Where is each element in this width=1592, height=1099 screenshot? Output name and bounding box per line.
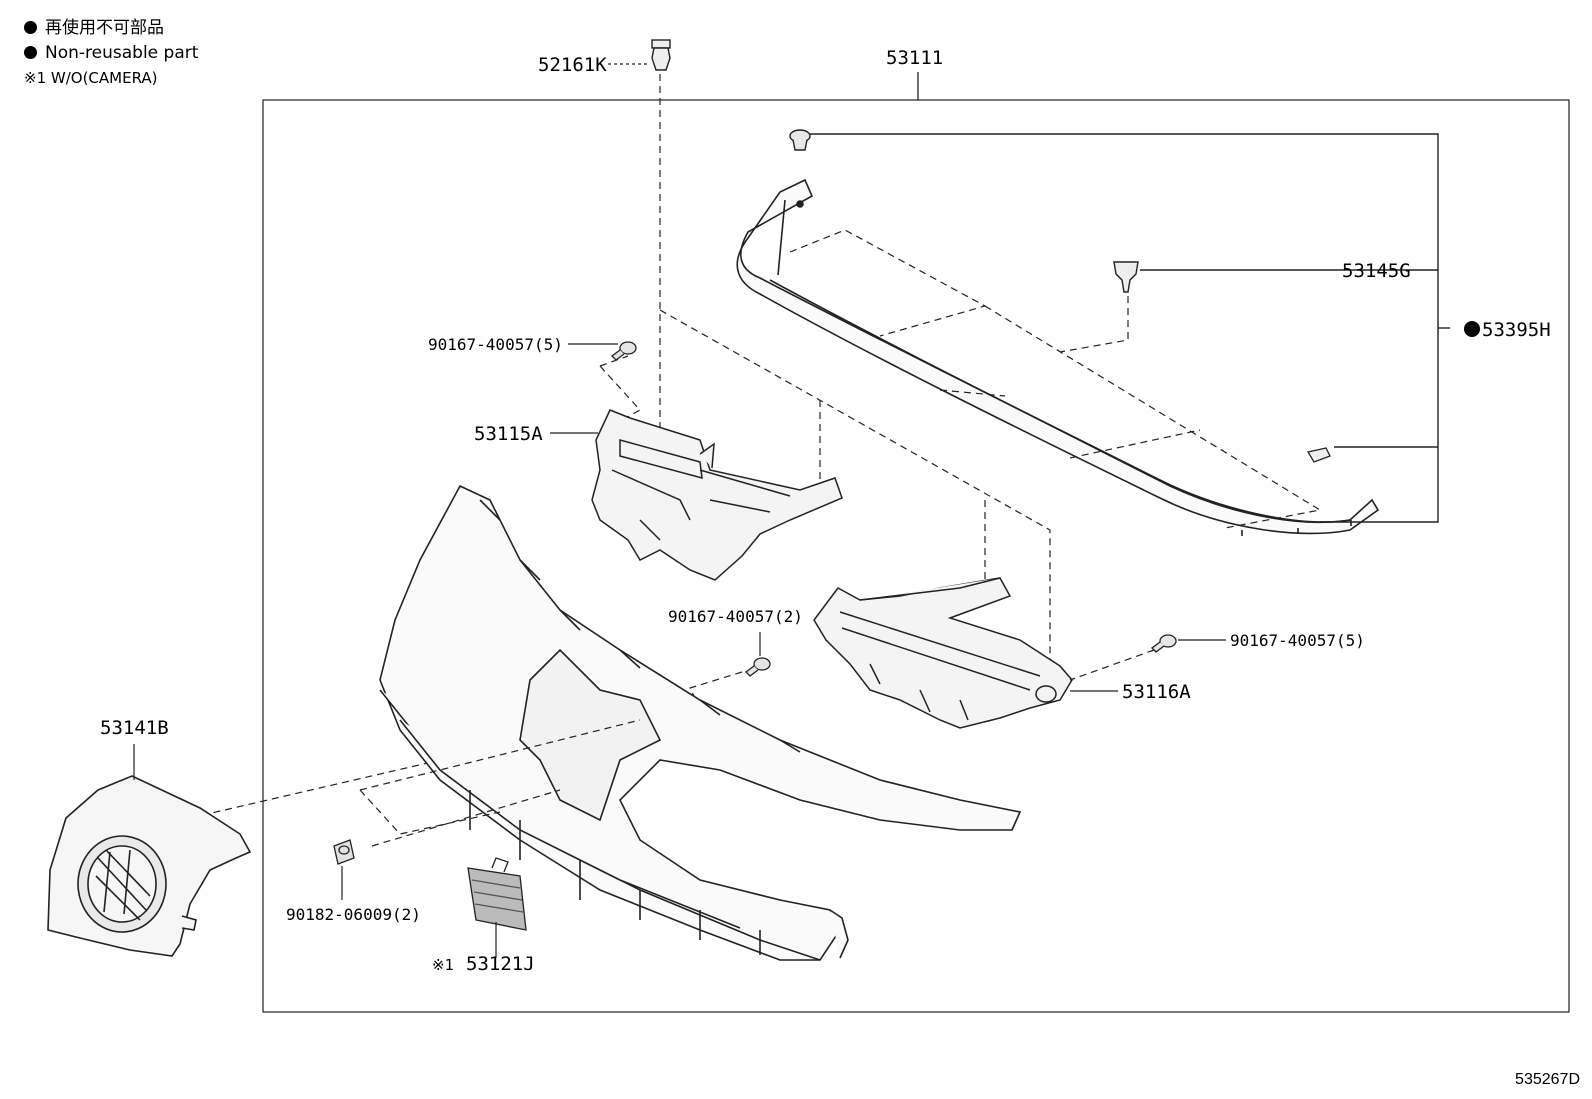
bolt-90167-top-drawing [611,341,637,361]
clip-52161K-drawing [651,39,671,71]
nut-90182-drawing [333,839,355,865]
label-53115A: 53115A [474,423,543,445]
label-52161K: 52161K [538,54,607,76]
clip-53145G-drawing [1113,261,1139,293]
dashed-guides-upper [789,229,1322,529]
legend-note: ※1 W/O(CAMERA) [24,69,158,87]
legend-jp-row: 再使用不可部品 [24,16,198,41]
non-reusable-53395H-icon [1464,321,1480,337]
non-reusable-dot-icon [24,46,37,59]
clip-small-right-drawing [1306,447,1331,463]
assembly-frame [262,99,1570,1013]
emblem-plate-drawing [47,775,252,957]
legend-jp-text: 再使用不可部品 [45,18,164,38]
label-90167-top: 90167-40057(5) [428,335,563,354]
label-53116A: 53116A [1122,681,1191,703]
label-90182: 90182-06009(2) [286,905,421,924]
label-53145G: 53145G [1342,260,1411,282]
label-90167-mid: 90167-40057(2) [668,607,803,626]
bracket-53115A-drawing [591,409,843,581]
diagram-code: 535267D [1515,1071,1580,1088]
upper-molding-drawing [736,178,1380,536]
dashed-90167-right [1069,649,1155,681]
label-53395H: 53395H [1482,319,1551,341]
bracket-53395H [810,133,1450,523]
clip-53395H-drawing [789,129,811,151]
dashed-grille-guides [359,719,641,847]
label-53141B: 53141B [100,717,169,739]
non-reusable-dot-icon [24,21,37,34]
bolt-90167-right-drawing [1151,634,1177,653]
dashed-53115A-guides [659,309,1051,660]
bracket-53116A-drawing [813,577,1073,729]
dashed-90167-top [599,355,641,421]
legend: 再使用不可部品 Non-reusable part ※1 W/O(CAMERA) [24,16,198,91]
label-53111: 53111 [886,47,943,69]
bolt-90167-mid-drawing [745,657,771,677]
camera-cover-53121J-drawing [467,857,527,931]
label-53121J-note: ※1 [432,956,454,974]
label-53121J: 53121J [466,953,535,975]
radiator-grille-drawing [379,484,1022,961]
label-90167-right: 90167-40057(5) [1230,631,1365,650]
legend-en-row: Non-reusable part [24,41,198,66]
legend-en-text: Non-reusable part [45,43,199,63]
